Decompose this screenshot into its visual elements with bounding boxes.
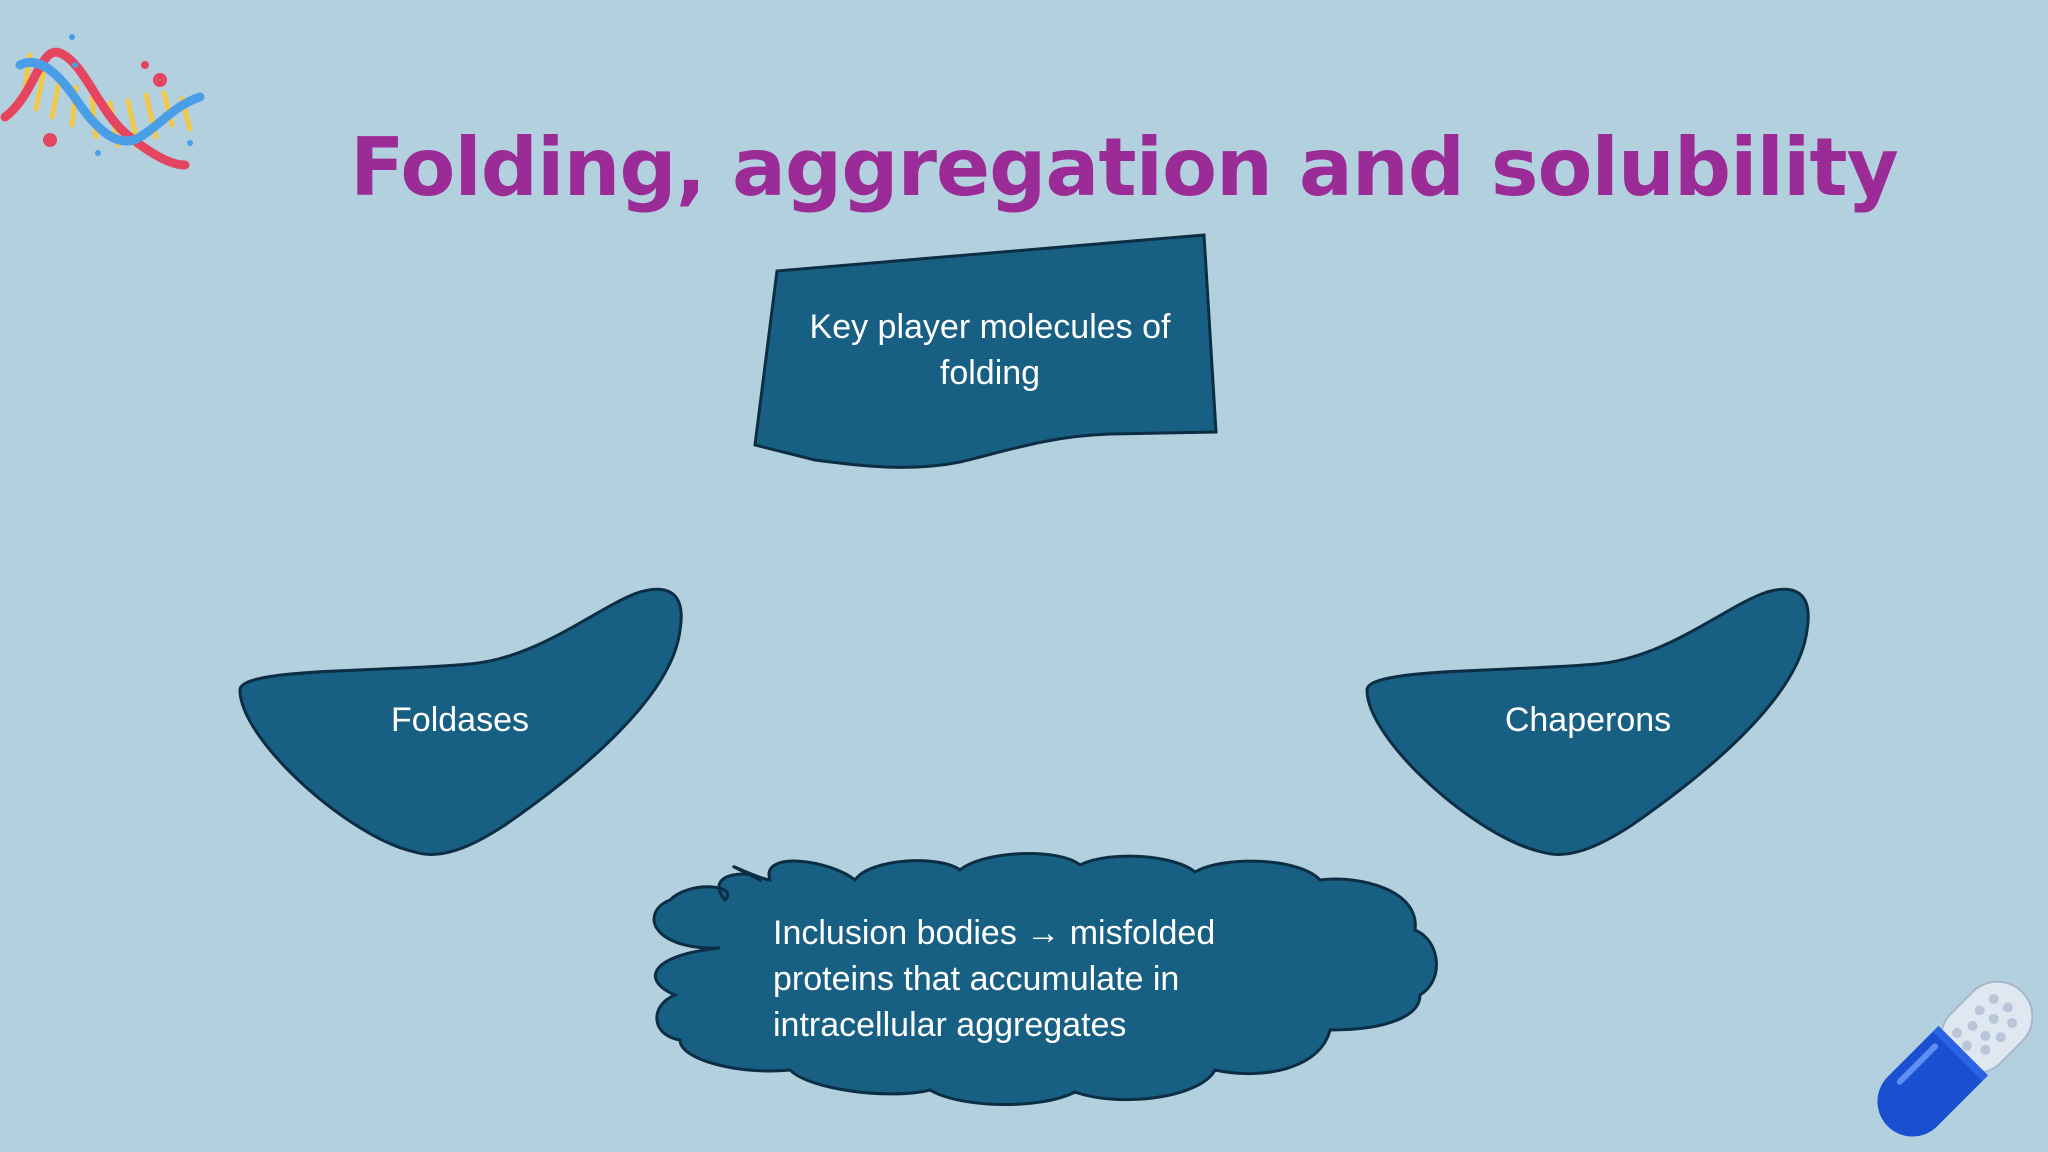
inclusion-bodies-label: Inclusion bodies → misfolded proteins th… — [773, 914, 1216, 1044]
foldases-label: Foldases — [391, 701, 529, 739]
key-players-label: Key player molecules of folding — [809, 308, 1171, 392]
inclusion-bodies-cloud — [652, 852, 1438, 1107]
foldases-shape — [238, 587, 683, 856]
dna-helix-icon — [0, 34, 205, 170]
chaperons-label: Chaperons — [1504, 701, 1672, 739]
chaperons-shape — [1365, 587, 1810, 856]
capsule-pill-icon — [1877, 980, 2034, 1137]
slide-title: Folding, aggregation and solubility — [350, 121, 1899, 214]
key-players-box — [753, 233, 1218, 469]
